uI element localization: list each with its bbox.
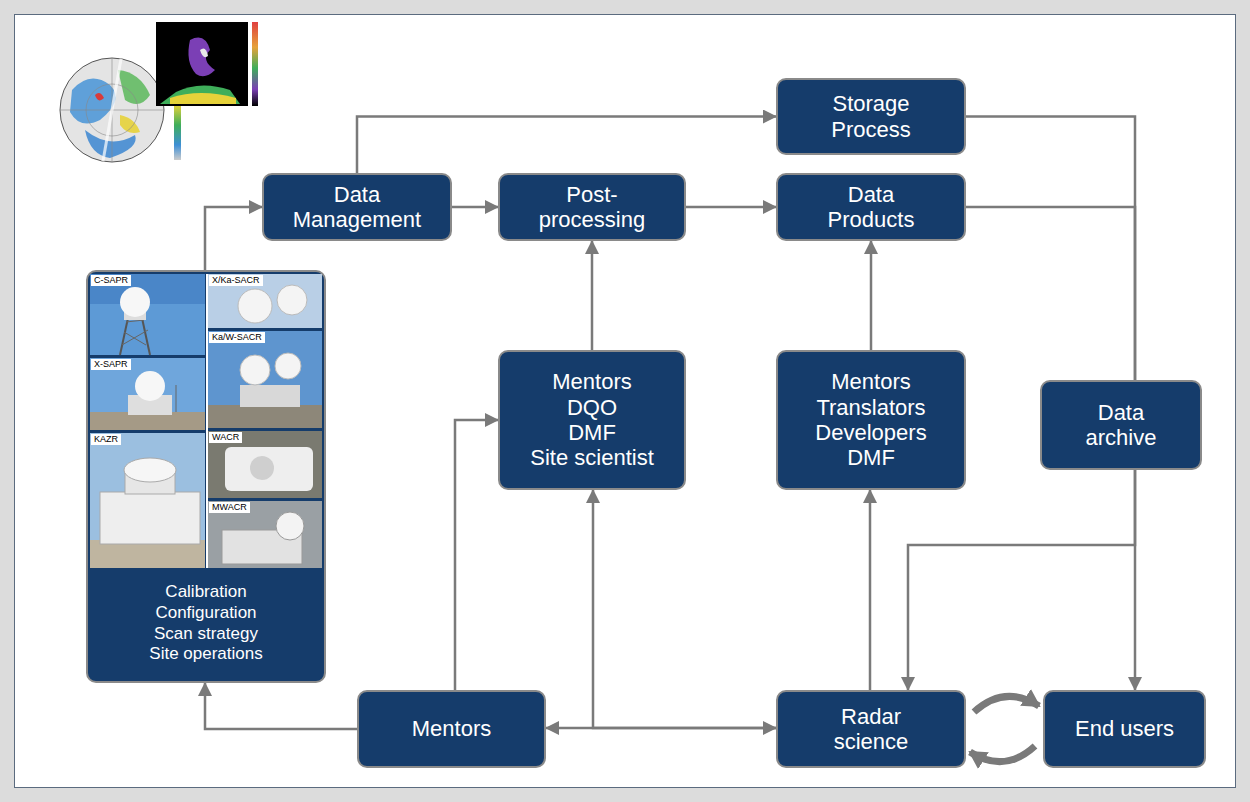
process-box: Radar science [776, 690, 966, 768]
box-text: DMF [568, 420, 616, 445]
process-box: Storage Process [776, 78, 966, 155]
box-text: Developers [815, 420, 926, 445]
cycle-arrow [970, 746, 1035, 762]
flow-connector [205, 683, 357, 729]
box-text: Configuration [155, 603, 256, 624]
box-text: Post-processing [530, 182, 655, 233]
photo-label: X/Ka-SACR [209, 275, 263, 286]
flow-connector [591, 241, 594, 350]
process-box: MentorsDQODMFSite scientist [498, 350, 686, 490]
flow-connector [357, 117, 776, 174]
box-text: Calibration [165, 582, 246, 603]
process-box: Post-processing [498, 173, 686, 241]
box-text: Mentors [831, 369, 910, 394]
box-text: Radar science [806, 704, 936, 755]
flow-connector [686, 206, 776, 209]
flow-connector [966, 207, 1135, 380]
box-text: Data Products [806, 182, 936, 233]
box-text: Site scientist [530, 445, 654, 470]
cycle-arrow [974, 696, 1039, 712]
box-text: Data archive [1066, 400, 1176, 451]
box-text: Mentors [552, 369, 631, 394]
photo-label: X-SAPR [91, 359, 131, 370]
box-text: Data Management [287, 182, 427, 233]
box-text: DQO [567, 395, 617, 420]
box-text: End users [1075, 716, 1174, 741]
process-box: Data Management [262, 173, 452, 241]
flow-connector [452, 206, 498, 209]
process-box: MentorsTranslatorsDevelopersDMF [776, 350, 966, 490]
flow-connector [908, 470, 1135, 690]
flow-connector [593, 490, 776, 728]
box-text: Translators [816, 395, 925, 420]
box-text: Storage Process [806, 91, 936, 142]
flow-connector [1134, 470, 1137, 690]
flow-connector [455, 420, 498, 690]
flow-connector [869, 490, 872, 690]
flow-connector [870, 241, 873, 350]
photo-label: WACR [209, 432, 242, 443]
photo-label: C-SAPR [91, 275, 131, 286]
box-text: DMF [847, 445, 895, 470]
box-text: Scan strategy [154, 624, 258, 645]
process-box: Data archive [1040, 380, 1202, 470]
box-text: Site operations [149, 644, 262, 665]
radar-panel: CalibrationConfigurationScan strategySit… [86, 270, 326, 683]
box-text: Mentors [412, 716, 491, 741]
photo-label: KAZR [91, 434, 121, 445]
process-box: Data Products [776, 173, 966, 241]
photo-label: MWACR [209, 502, 250, 513]
photo-label: Ka/W-SACR [209, 332, 265, 343]
cycle-arrows [970, 696, 1039, 761]
process-box: End users [1043, 690, 1206, 768]
flow-connector [205, 207, 262, 270]
process-box: Mentors [357, 690, 546, 768]
flow-connector [966, 117, 1135, 381]
